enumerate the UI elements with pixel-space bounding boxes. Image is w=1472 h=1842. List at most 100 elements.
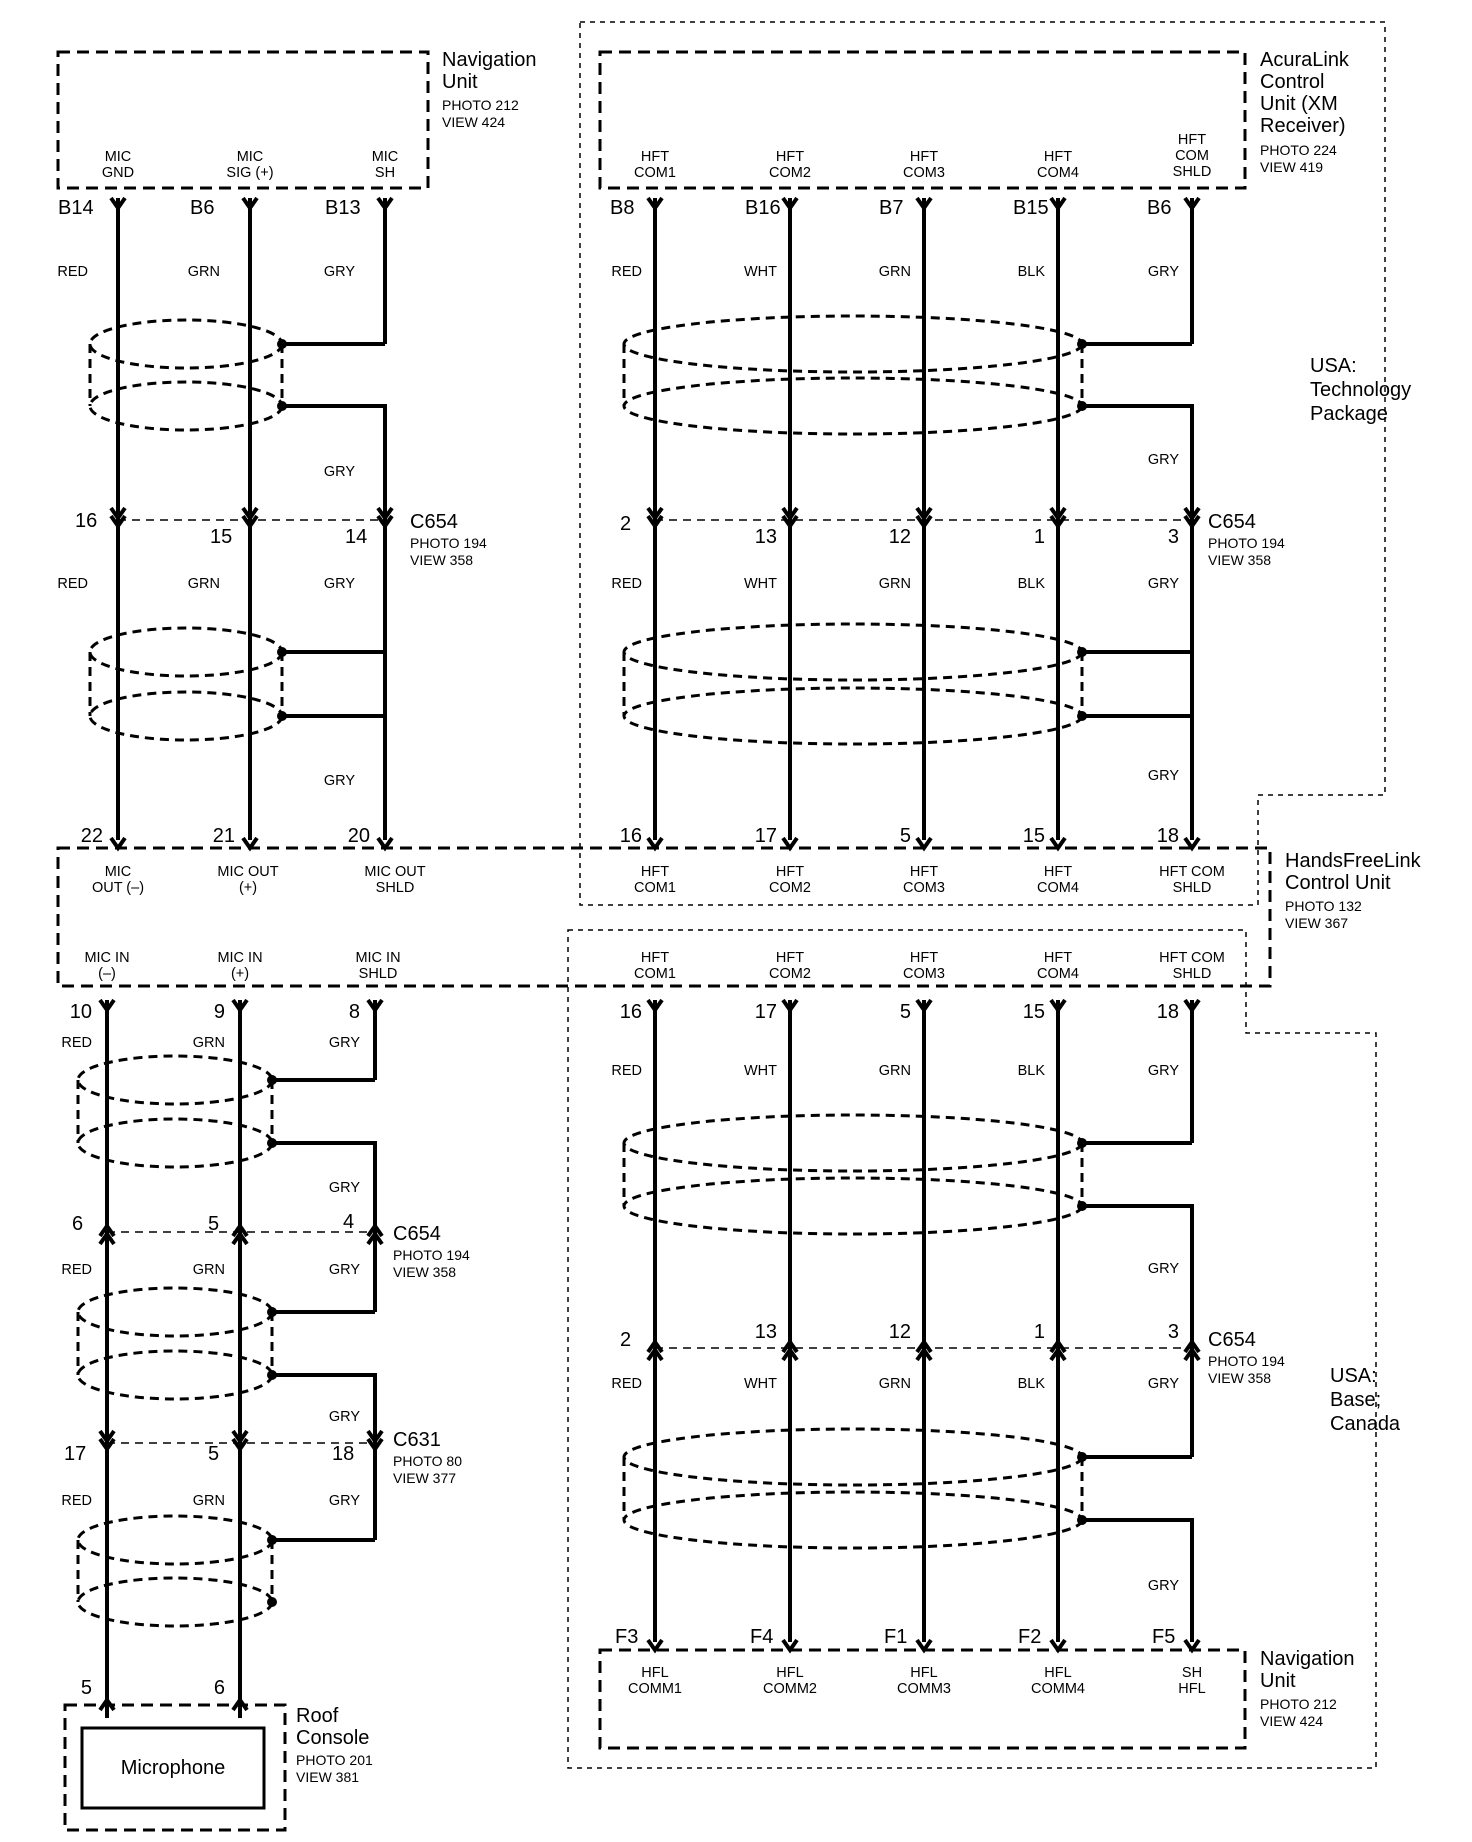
hfl-pin-function: COM1 <box>634 966 676 982</box>
left-shield-3-drain-dot <box>267 1075 277 1085</box>
acuralink-pin-function: HFT <box>776 149 804 165</box>
c654-ref: PHOTO 194 <box>1208 535 1285 551</box>
pin-terminal <box>98 1696 116 1712</box>
zone-base-label: USA: <box>1330 1365 1377 1387</box>
pin-terminal <box>1049 998 1067 1014</box>
pin-terminal <box>646 1346 664 1362</box>
handsfreelink-box <box>56 846 1272 988</box>
acuralink-ref: PHOTO 224 <box>1260 142 1337 158</box>
nav-unit-top-box <box>56 50 430 190</box>
hfl-pin-number: 21 <box>213 825 235 847</box>
hfl-pin-number: 15 <box>1023 825 1045 847</box>
nav-bottom-pin-function: HFL <box>1178 1681 1205 1697</box>
wire-color: GRN <box>879 264 911 280</box>
pin-terminal <box>915 506 933 522</box>
hfl-pin-function: HFT COM <box>1159 864 1225 880</box>
roof-title: Console <box>296 1727 369 1749</box>
wire-color: RED <box>57 576 88 592</box>
acuralink-pin-function: COM2 <box>769 165 811 181</box>
hfl-pin-function: HFT <box>1044 950 1072 966</box>
wire-color: GRY <box>324 576 355 592</box>
wire-color: GRY <box>324 264 355 280</box>
c654-b-ref: PHOTO 194 <box>393 1247 470 1263</box>
microphone-label: Microphone <box>121 1757 226 1779</box>
pin-terminal <box>781 998 799 1014</box>
pin-terminal <box>1049 1338 1067 1354</box>
nav-bottom-pin-function: COMM3 <box>897 1681 951 1697</box>
pin-terminal <box>366 1230 384 1246</box>
hfl-pin-function: SHLD <box>376 880 415 896</box>
pin-terminal <box>231 1696 249 1712</box>
drain-wire <box>1082 714 1194 840</box>
pin-terminal <box>109 514 127 530</box>
c654-ref: VIEW 358 <box>1208 1370 1271 1386</box>
right-bottom-shield-2-bottom-ring <box>622 1490 1084 1550</box>
nav-bottom-pin-number: F3 <box>615 1626 638 1648</box>
nav-bottom-pin-function: SH <box>1182 1665 1202 1681</box>
c654-pin: 14 <box>345 526 367 548</box>
pin-terminal <box>1183 1638 1201 1654</box>
drain-wire-color: GRY <box>324 464 355 480</box>
pin-terminal <box>241 514 259 530</box>
hfl-pin-function: HFT <box>641 864 669 880</box>
pin-terminal <box>1183 506 1201 522</box>
hfl-pin-function: SHLD <box>359 966 398 982</box>
roof-ref: PHOTO 201 <box>296 1752 373 1768</box>
nav-top-pin-number: B6 <box>190 197 214 219</box>
nav-top-title: Navigation <box>442 49 537 71</box>
nav-bottom-title: Unit <box>1260 1670 1296 1692</box>
pin-terminal <box>1049 1346 1067 1362</box>
hfl-pin-function: MIC IN <box>217 950 262 966</box>
hfl-pin-number: 10 <box>70 1001 92 1023</box>
wire-color: GRN <box>879 576 911 592</box>
hfl-title: HandsFreeLink <box>1285 850 1422 872</box>
pin-terminal <box>1049 196 1067 212</box>
pin-terminal <box>231 1429 249 1445</box>
zone-base-label: Canada <box>1330 1413 1401 1435</box>
pin-terminal <box>1183 1346 1201 1362</box>
right-bottom-shield-1-top-ring <box>622 1113 1084 1173</box>
c654-name: C654 <box>1208 511 1256 533</box>
hfl-pin-function: COM1 <box>634 880 676 896</box>
nav-top-pin-number: B13 <box>325 197 361 219</box>
pin-terminal <box>241 836 259 852</box>
hfl-pin-function: SHLD <box>1173 880 1212 896</box>
drain-wire <box>1082 404 1194 840</box>
wire-color: GRY <box>329 1493 360 1509</box>
hfl-pin-number: 20 <box>348 825 370 847</box>
pin-terminal <box>646 514 664 530</box>
mic-pin: 5 <box>81 1677 92 1699</box>
wire-color: GRN <box>188 264 220 280</box>
acuralink-box <box>598 50 1247 190</box>
hfl-pin-number: 22 <box>81 825 103 847</box>
acuralink-pin-function: HFT <box>910 149 938 165</box>
acuralink-pin-function: SHLD <box>1173 164 1212 180</box>
wire-color: BLK <box>1018 576 1046 592</box>
pin-terminal <box>646 1338 664 1354</box>
nav-unit-bottom-box <box>598 1648 1247 1750</box>
pin-terminal <box>646 998 664 1014</box>
c654-pin: 15 <box>210 526 232 548</box>
c654-pin: 2 <box>620 1329 631 1351</box>
left-shield-5-drain-dot <box>267 1535 277 1545</box>
hfl-pin-function: COM3 <box>903 966 945 982</box>
hfl-pin-number: 8 <box>349 1001 360 1023</box>
pin-terminal <box>1183 998 1201 1014</box>
wire-color: RED <box>611 1376 642 1392</box>
wire-color: GRN <box>879 1376 911 1392</box>
pin-terminal <box>98 1230 116 1246</box>
wire-color: GRY <box>329 1035 360 1051</box>
c654-pin: 3 <box>1168 526 1179 548</box>
roof-title: Roof <box>296 1705 339 1727</box>
hfl-pin-number: 5 <box>900 825 911 847</box>
pin-terminal <box>241 506 259 522</box>
wire-color: BLK <box>1018 264 1046 280</box>
hfl-pin-number: 16 <box>620 825 642 847</box>
nav-top-pin-function: MIC <box>372 149 399 165</box>
left-shield-4-drain-dot <box>267 1307 277 1317</box>
pin-terminal <box>1183 514 1201 530</box>
right-bottom-shield-2-drain-dot <box>1077 1452 1087 1462</box>
pin-terminal <box>646 506 664 522</box>
right-top-shield-2-drain-dot <box>1077 711 1087 721</box>
hfl-pin-number: 17 <box>755 1001 777 1023</box>
